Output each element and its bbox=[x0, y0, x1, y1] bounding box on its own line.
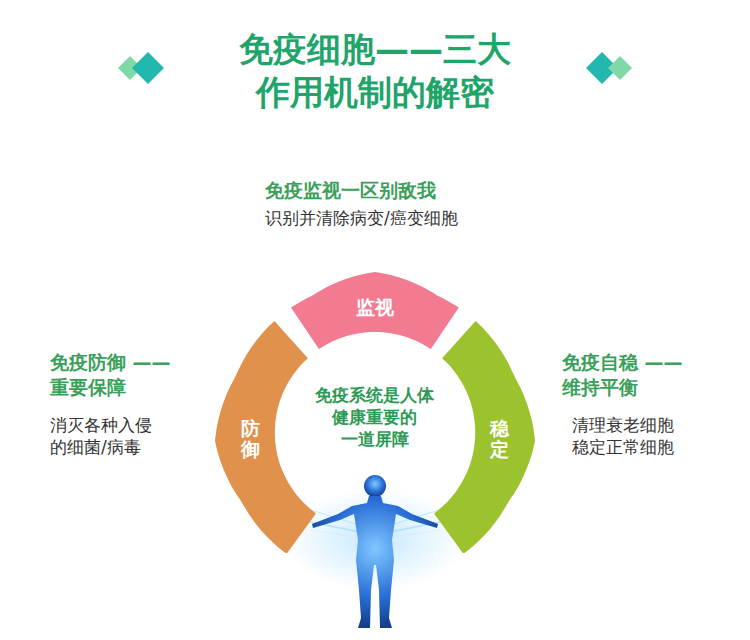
section-heading: 免疫防御 ——重要保障 bbox=[50, 350, 174, 399]
arc-shape bbox=[434, 321, 535, 554]
arc-fill bbox=[434, 321, 535, 554]
arc-fill bbox=[291, 272, 459, 349]
homeostasis-arc: 稳定 bbox=[434, 321, 535, 554]
surveillance-arc: 监视 bbox=[291, 272, 459, 349]
center-caption: 免疫系统是人体 健康重要的 一道屏障 bbox=[312, 384, 438, 450]
section-body: 清理衰老细胞 稳定正常细胞 bbox=[572, 414, 681, 458]
arc-fill bbox=[215, 321, 316, 554]
arc-label: 防御 bbox=[241, 418, 260, 460]
human-figure bbox=[285, 475, 465, 628]
arc-label: 监视 bbox=[356, 297, 394, 318]
section-heading: 免疫监视一区别敌我 bbox=[265, 178, 436, 203]
section-body: 识别并清除病变/癌变细胞 bbox=[265, 207, 458, 229]
arc-label: 稳定 bbox=[490, 418, 509, 460]
diagram-title: 免疫细胞——三大 作用机制的解密 bbox=[229, 28, 521, 113]
defense-arc: 防御 bbox=[215, 321, 316, 554]
section-heading: 免疫自稳 ——维持平衡 bbox=[562, 350, 686, 399]
arc-shape bbox=[215, 321, 316, 554]
section-body: 消灭各种入侵 的细菌/病毒 bbox=[50, 414, 159, 458]
